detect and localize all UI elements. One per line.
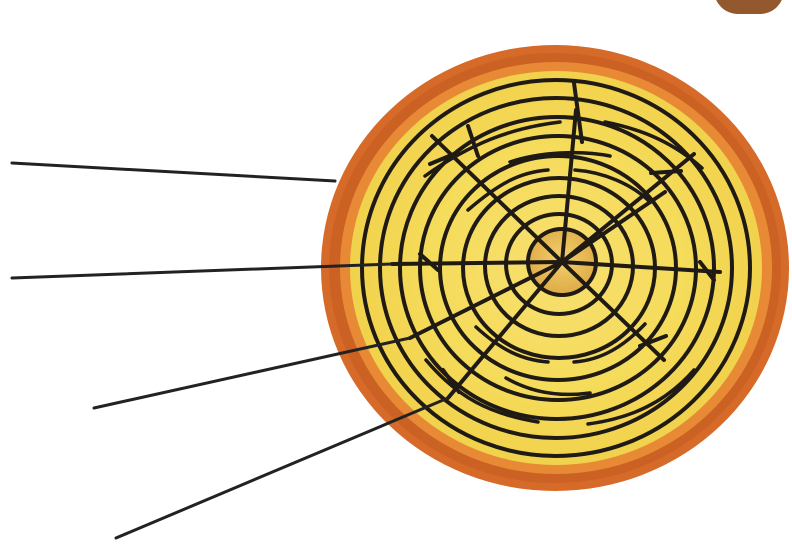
ray-crossmark <box>651 171 681 173</box>
medullary-ray <box>392 262 562 264</box>
